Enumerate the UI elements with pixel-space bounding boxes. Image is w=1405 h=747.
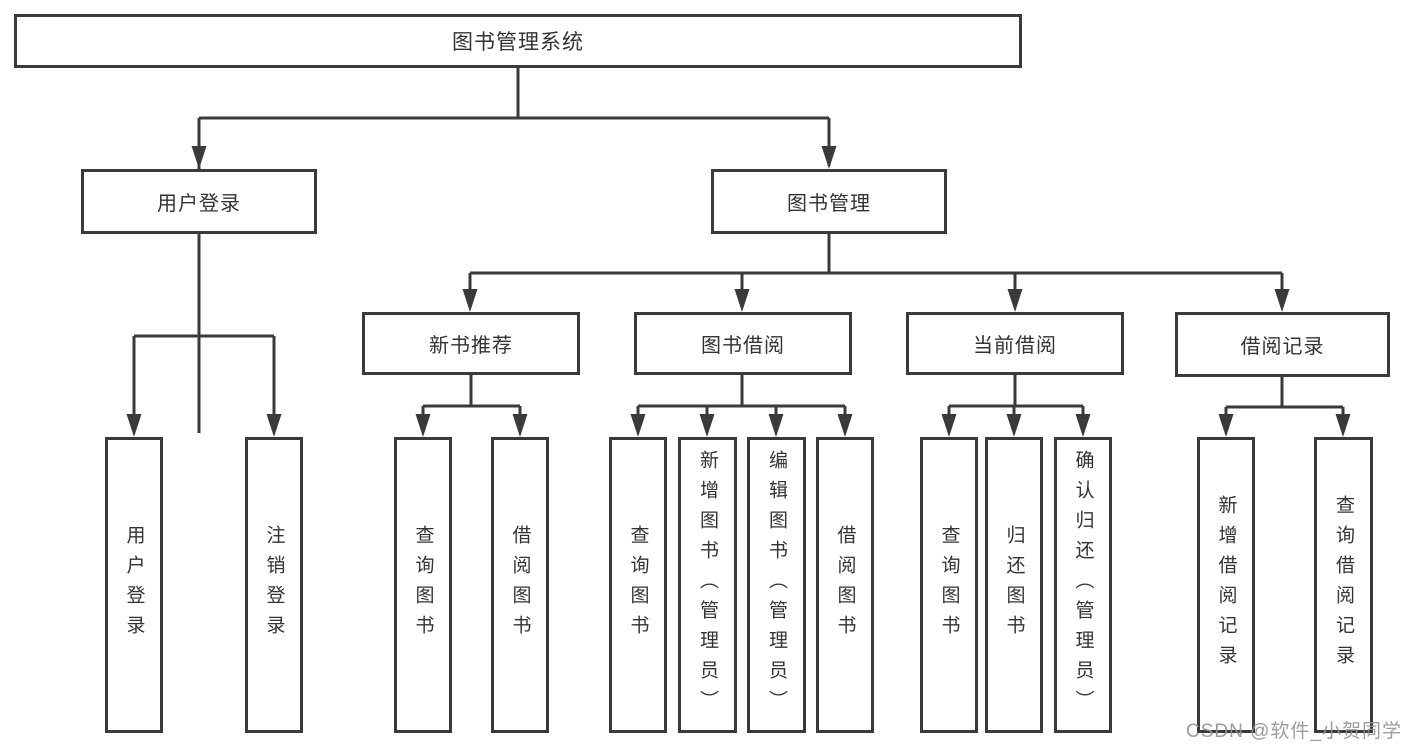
node-book-borrow: 图书借阅: [634, 312, 852, 375]
node-borrow-records-label: 借阅记录: [1240, 336, 1325, 358]
node-borrow-records: 借阅记录: [1175, 312, 1390, 377]
node-root-system: 图书管理系统: [14, 14, 1022, 68]
arrow-to-leaf-nbr-borrow: [512, 414, 528, 437]
leaf-cb-confirm-return-label: 确认归还（管理员）: [1072, 450, 1094, 720]
leaf-bb-add-books-label: 新增图书（管理员）: [697, 450, 718, 720]
arrow-to-leaf-cb-return: [1006, 414, 1022, 437]
leaf-logout: 注销登录: [245, 437, 303, 733]
connector-book-mgmt-subtree: [468, 234, 1284, 307]
leaf-br-add-record: 新增借阅记录: [1197, 437, 1255, 733]
connector-user-login-subtree: [132, 234, 276, 432]
arrow-to-leaf-bb-query: [630, 414, 646, 437]
arrow-to-current-borrow: [1007, 289, 1023, 312]
arrow-to-leaf-bb-add: [699, 414, 715, 437]
leaf-bb-query-books-label: 查询图书: [627, 525, 649, 645]
node-current-borrow-label: 当前借阅: [973, 335, 1057, 357]
leaf-br-query-record: 查询借阅记录: [1314, 437, 1373, 733]
leaf-nbr-query-books: 查询图书: [394, 437, 452, 733]
leaf-bb-borrow-books: 借阅图书: [816, 437, 874, 733]
arrowheads: [126, 146, 1351, 437]
node-new-book-recommend: 新书推荐: [362, 312, 580, 375]
node-book-management: 图书管理: [711, 169, 947, 234]
leaf-bb-borrow-books-label: 借阅图书: [834, 525, 856, 645]
connector-new-book-subtree: [421, 375, 522, 432]
watermark: CSDN @软件_小贺同学: [1186, 721, 1402, 742]
leaf-cb-query-books-label: 查询图书: [938, 525, 960, 645]
leaf-user-login: 用户登录: [105, 437, 163, 733]
leaf-bb-edit-books-label: 编辑图书（管理员）: [766, 450, 787, 720]
arrow-to-new-book: [462, 289, 478, 312]
arrow-to-leaf-cb-confirm: [1075, 414, 1091, 437]
leaf-br-query-record-label: 查询借阅记录: [1333, 495, 1354, 675]
arrow-to-book-borrow: [734, 289, 750, 312]
leaf-cb-confirm-return: 确认归还（管理员）: [1054, 437, 1112, 733]
arrow-to-leaf-cb-query: [941, 414, 957, 437]
arrow-to-leaf-br-query: [1335, 414, 1351, 437]
leaf-br-add-record-label: 新增借阅记录: [1215, 495, 1237, 675]
arrow-to-leaf-logout: [266, 414, 282, 437]
arrow-to-leaf-bb-borrow: [837, 414, 853, 437]
node-root-system-label: 图书管理系统: [452, 31, 584, 54]
node-book-management-label: 图书管理: [787, 193, 871, 215]
node-book-borrow-label: 图书借阅: [701, 335, 785, 357]
arrow-to-leaf-user-login: [126, 414, 142, 437]
leaf-nbr-borrow-books-label: 借阅图书: [509, 525, 531, 645]
arrow-to-leaf-bb-edit: [768, 414, 784, 437]
leaf-nbr-query-books-label: 查询图书: [412, 525, 434, 645]
arrow-to-borrow-records: [1274, 289, 1290, 312]
leaf-cb-return-books-label: 归还图书: [1003, 525, 1025, 645]
arrow-to-user-login: [191, 146, 207, 169]
connector-borrow-records-subtree: [1224, 377, 1345, 432]
connector-root-to-level2: [197, 68, 831, 433]
node-user-login-label: 用户登录: [157, 193, 241, 215]
node-user-login: 用户登录: [81, 169, 317, 234]
leaf-cb-query-books: 查询图书: [920, 437, 978, 733]
node-current-borrow: 当前借阅: [906, 312, 1124, 375]
leaf-cb-return-books: 归还图书: [985, 437, 1043, 733]
node-new-book-recommend-label: 新书推荐: [429, 335, 513, 357]
leaf-logout-label: 注销登录: [263, 525, 285, 645]
leaf-user-login-label: 用户登录: [123, 525, 145, 645]
leaf-bb-edit-books: 编辑图书（管理员）: [747, 437, 806, 733]
leaf-nbr-borrow-books: 借阅图书: [491, 437, 549, 733]
arrow-to-leaf-br-add: [1218, 414, 1234, 437]
leaf-bb-query-books: 查询图书: [609, 437, 667, 733]
arrow-to-book-mgmt: [821, 146, 837, 169]
arrow-to-leaf-nbr-query: [415, 414, 431, 437]
connector-book-borrow-subtree: [636, 375, 847, 432]
leaf-bb-add-books: 新增图书（管理员）: [678, 437, 737, 733]
